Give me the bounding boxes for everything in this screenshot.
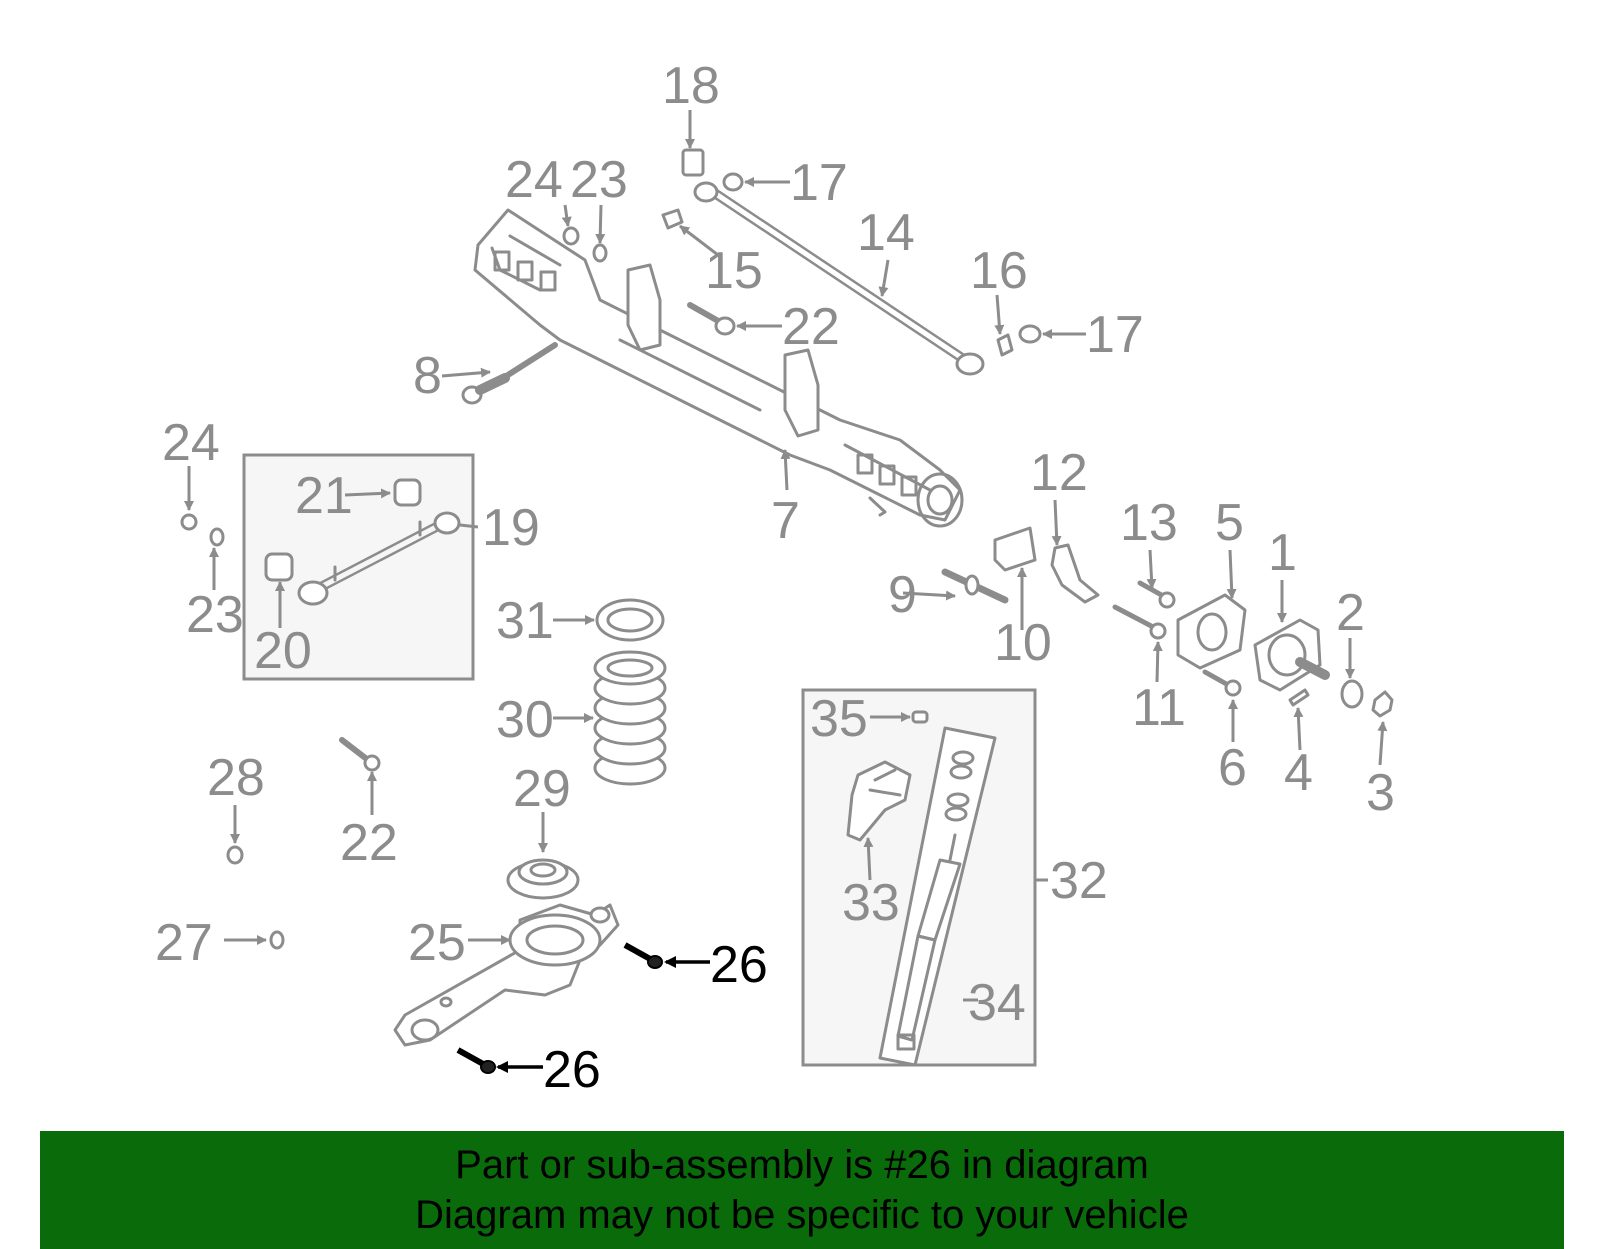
bolt-9-part	[941, 568, 1009, 604]
bracket-10-part	[993, 526, 1037, 572]
bolt-15-part	[661, 208, 684, 230]
bump-stop-33-part	[846, 760, 912, 842]
bolt-26-lower-part	[456, 1047, 496, 1074]
track-rod-part	[693, 181, 985, 376]
callout-6: 6	[1218, 739, 1247, 797]
washer-16-part	[996, 333, 1014, 357]
callout-23-upper: 23	[570, 151, 628, 209]
callout-19: 19	[482, 499, 540, 557]
bolt-6-part	[1202, 669, 1242, 697]
lateral-link-19-part	[297, 511, 461, 606]
callout-1: 1	[1268, 524, 1297, 582]
coil-spring-30-part	[593, 650, 667, 786]
bracket-12-part	[1050, 543, 1100, 604]
callout-14: 14	[857, 204, 915, 262]
callout-31: 31	[496, 592, 554, 650]
callout-32: 32	[1050, 852, 1108, 910]
callout-22-lower: 22	[340, 814, 398, 872]
callout-25: 25	[408, 914, 466, 972]
washer-2-part	[1340, 679, 1364, 709]
bushing-35-part	[911, 710, 929, 724]
pin-4-part	[1288, 688, 1310, 707]
callout-7: 7	[771, 492, 800, 550]
bushing-18-part	[681, 148, 705, 177]
bolt-13-part	[1137, 580, 1176, 609]
callout-33: 33	[842, 874, 900, 932]
callout-labels: 18 17 24 23 14 15 16 22 17 8 24 21 19 7 …	[155, 57, 1395, 1099]
callout-15: 15	[705, 242, 763, 300]
callout-35: 35	[810, 690, 868, 748]
info-banner: Part or sub-assembly is #26 in diagram D…	[40, 1131, 1564, 1249]
callout-24-upper: 24	[505, 151, 563, 209]
callout-12: 12	[1030, 444, 1088, 502]
callout-18: 18	[662, 57, 720, 115]
callout-22-upper: 22	[782, 298, 840, 356]
callout-20: 20	[254, 622, 312, 680]
callout-4: 4	[1284, 744, 1313, 802]
banner-line-1: Part or sub-assembly is #26 in diagram	[455, 1143, 1149, 1187]
callout-30: 30	[496, 691, 554, 749]
bushing-28-part	[226, 845, 244, 865]
callout-9: 9	[888, 566, 917, 624]
bushing-21-part	[393, 478, 422, 507]
callout-17-upper: 17	[790, 154, 848, 212]
callout-23-left: 23	[186, 586, 244, 644]
spring-seat-29-part	[506, 858, 580, 900]
callout-24-left: 24	[162, 414, 220, 472]
callout-28: 28	[207, 749, 265, 807]
bolt-22-upper-part	[687, 302, 736, 336]
callout-2: 2	[1336, 584, 1365, 642]
callout-11: 11	[1132, 679, 1186, 737]
callout-17-lower: 17	[1086, 306, 1144, 364]
nut-17-upper-part	[722, 172, 744, 192]
axle-beam-part	[473, 208, 964, 528]
nut-17-lower-part	[1018, 324, 1042, 344]
callout-10: 10	[994, 614, 1052, 672]
callout-21: 21	[295, 467, 353, 525]
callout-13: 13	[1120, 494, 1178, 552]
bolt-26-upper-part	[623, 942, 663, 969]
bolt-11-part	[1112, 604, 1167, 640]
callout-34: 34	[968, 974, 1026, 1032]
callout-3: 3	[1366, 764, 1395, 822]
leader-lines	[184, 110, 1388, 1002]
bushing-20-part	[264, 552, 294, 582]
banner-line-2: Diagram may not be specific to your vehi…	[415, 1193, 1189, 1237]
callout-29: 29	[513, 760, 571, 818]
bolt-8-part	[461, 342, 558, 405]
spindle-1-part	[1253, 618, 1330, 692]
washer-23-upper-part	[592, 243, 608, 263]
washer-27-part	[269, 930, 285, 950]
washer-23-left-part	[209, 527, 225, 547]
backing-plate-5-part	[1176, 593, 1247, 670]
spring-seat-31-part	[595, 598, 665, 642]
callout-5: 5	[1215, 494, 1244, 552]
callout-8: 8	[413, 347, 442, 405]
nut-3-part	[1371, 690, 1394, 718]
nut-24-upper-part	[562, 226, 580, 246]
bolt-22-lower-part	[339, 737, 381, 772]
nut-24-left-part	[180, 513, 198, 531]
callout-27: 27	[155, 914, 213, 972]
callout-26-lower: 26	[543, 1041, 601, 1099]
callout-16: 16	[970, 242, 1028, 300]
callout-26-upper: 26	[710, 936, 768, 994]
shock-absorber-34-part	[878, 726, 997, 1067]
